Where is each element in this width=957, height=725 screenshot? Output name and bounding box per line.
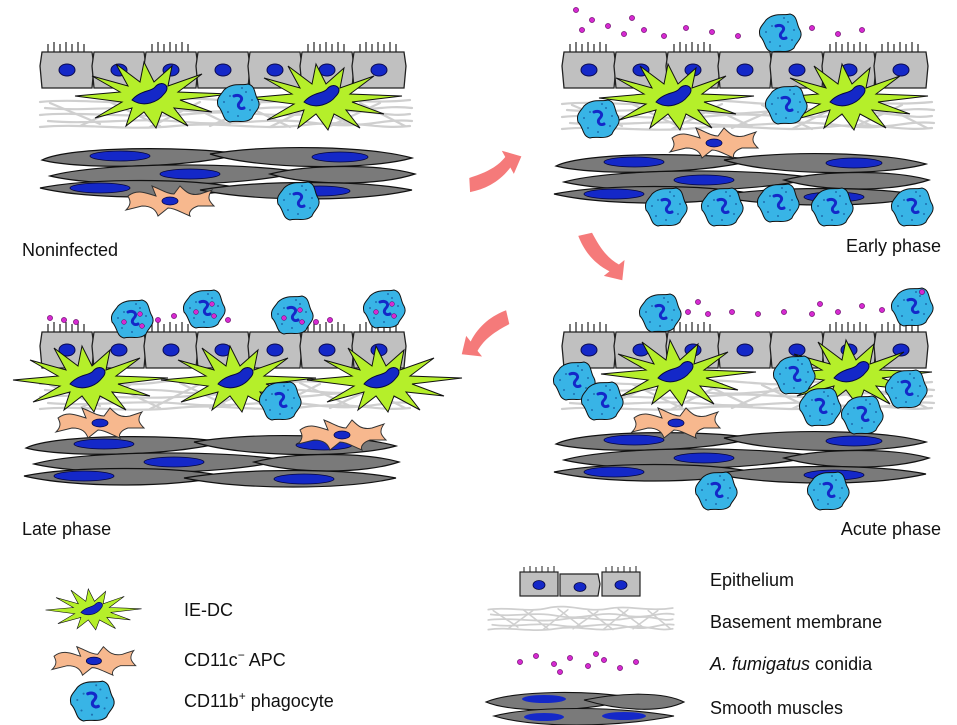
phagocyte-icon [839, 394, 885, 436]
phagocyte-icon [889, 286, 935, 328]
phagocyte-icon [637, 292, 683, 334]
panel-early-phase [553, 7, 936, 228]
cycle-arrow-icon [468, 148, 522, 197]
phagocyte-icon [363, 290, 405, 328]
panel-late-phase [12, 290, 463, 488]
apc-icon [51, 646, 137, 676]
smooth-muscle-icon [484, 691, 686, 725]
legend-iedc-label: IE-DC [184, 600, 233, 620]
dendritic-cell-icon [45, 588, 142, 631]
phagocyte-icon [643, 186, 689, 228]
conidia-dot-icon [517, 651, 639, 675]
phagocyte-icon [579, 380, 625, 422]
label-noninfected: Noninfected [22, 240, 118, 260]
phagocyte-icon [183, 290, 225, 328]
phagocyte-icon [275, 180, 321, 222]
legend-right: Epithelium Basement membrane A. fumigatu… [484, 566, 882, 725]
phagocyte-icon [805, 470, 851, 512]
apc-icon [669, 127, 759, 159]
legend-conidia-label: A. fumigatus conidia [709, 654, 873, 674]
phagocyte-icon [68, 679, 116, 723]
phagocyte-icon [755, 182, 801, 224]
phagocyte-icon [693, 470, 739, 512]
legend-apc-label: CD11c− APC [184, 648, 286, 670]
phagocyte-icon [809, 186, 855, 228]
phagocyte-icon [797, 386, 843, 428]
phagocyte-icon [257, 380, 303, 422]
phagocyte-icon [771, 354, 817, 396]
legend-smooth-label: Smooth muscles [710, 698, 843, 718]
panel-acute-phase [551, 286, 936, 512]
phagocyte-icon [889, 186, 935, 228]
label-early-phase: Early phase [846, 236, 941, 256]
epithelium-icon [519, 566, 641, 597]
cycle-arrow-icon [458, 310, 512, 359]
phagocyte-icon [699, 186, 745, 228]
phagocyte-icon [271, 296, 313, 334]
phagocyte-icon [575, 98, 621, 140]
phagocyte-icon [883, 368, 929, 410]
basement-membrane-icon [487, 605, 675, 632]
apc-icon [55, 407, 145, 439]
phagocyte-icon [763, 84, 809, 126]
legend-phagocyte-label: CD11b+ phagocyte [184, 689, 334, 711]
conidia-dot-icon [685, 289, 925, 317]
legend-basement-label: Basement membrane [710, 612, 882, 632]
label-late-phase: Late phase [22, 519, 111, 539]
phagocyte-icon [757, 12, 803, 54]
legend-epithelium-label: Epithelium [710, 570, 794, 590]
cycle-arrow-icon [578, 230, 627, 284]
conidia-dot-icon [573, 7, 865, 39]
panel-noninfected [38, 41, 416, 222]
phagocyte-icon [215, 82, 261, 124]
legend-left: IE-DC CD11c− APC CD11b+ phagocyte [45, 588, 334, 723]
label-acute-phase: Acute phase [841, 519, 941, 539]
phagocyte-icon [111, 300, 153, 338]
